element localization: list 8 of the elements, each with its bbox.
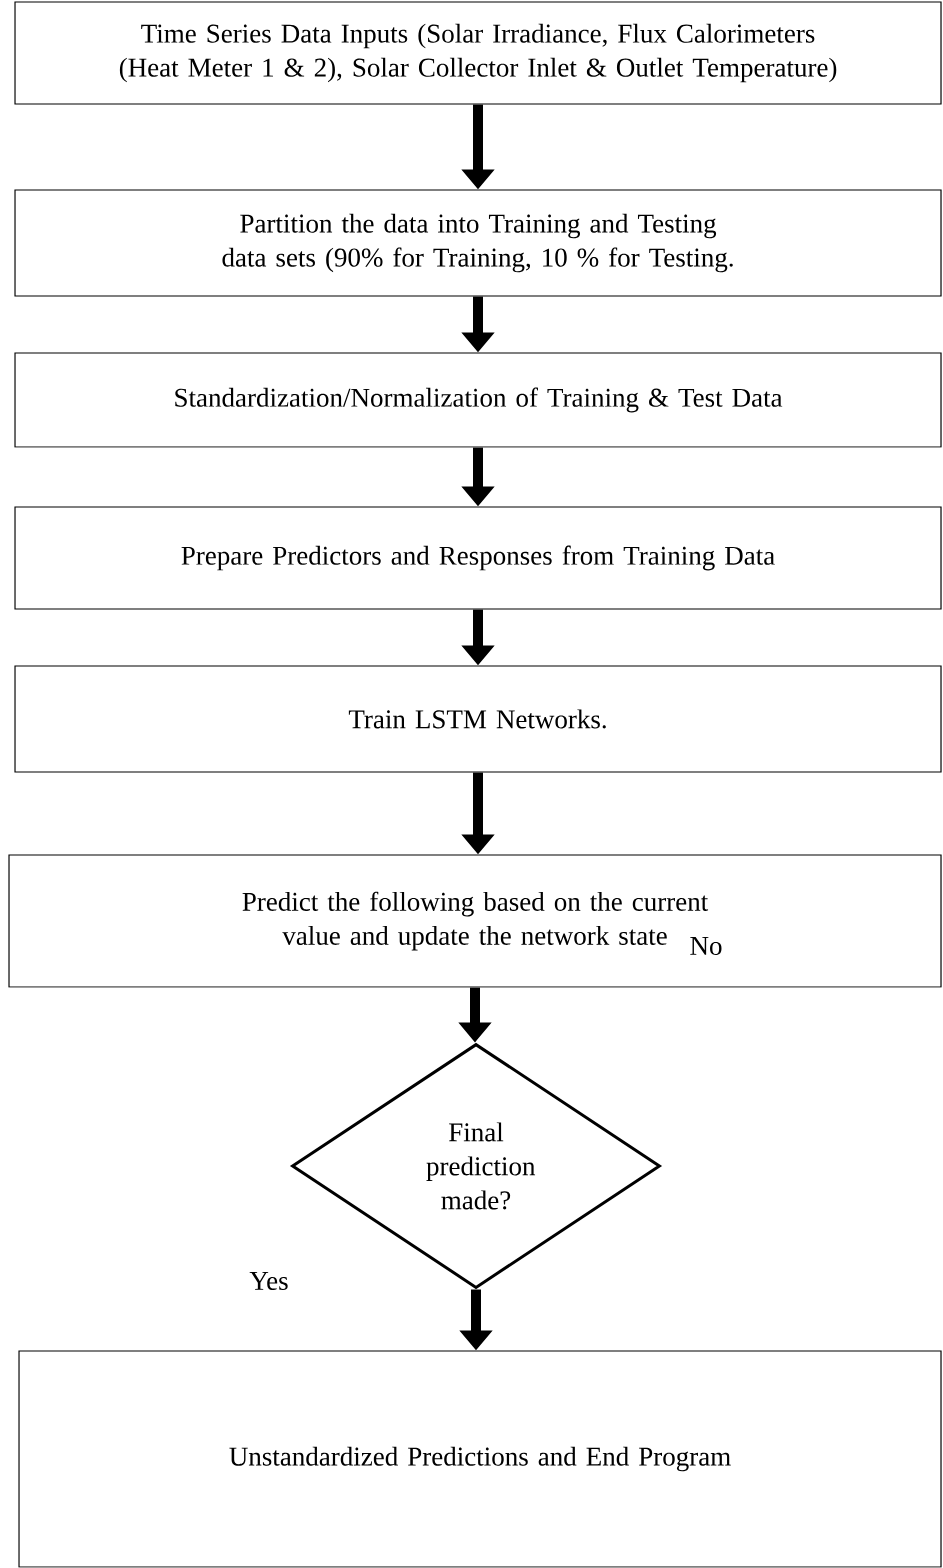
process-box: Partition the data into Training and Testing data sets (90% for Training, 10 % for Testing.: [14, 189, 942, 297]
process-box: Standardization/Normalization of Training & Test Data: [14, 352, 942, 448]
process-box: Unstandardized Predictions and End Program: [18, 1350, 942, 1568]
process-box: Train LSTM Networks.: [14, 665, 942, 773]
branch-label: Yes: [249, 1272, 288, 1290]
process-box: Prepare Predictors and Responses from Training Data: [14, 506, 942, 610]
branch-label: No: [690, 937, 722, 955]
process-box: Time Series Data Inputs (Solar Irradiance, Flux Calorimeters (Heat Meter 1 & 2), Solar Collector Inlet & Outlet Temperature): [14, 1, 942, 105]
